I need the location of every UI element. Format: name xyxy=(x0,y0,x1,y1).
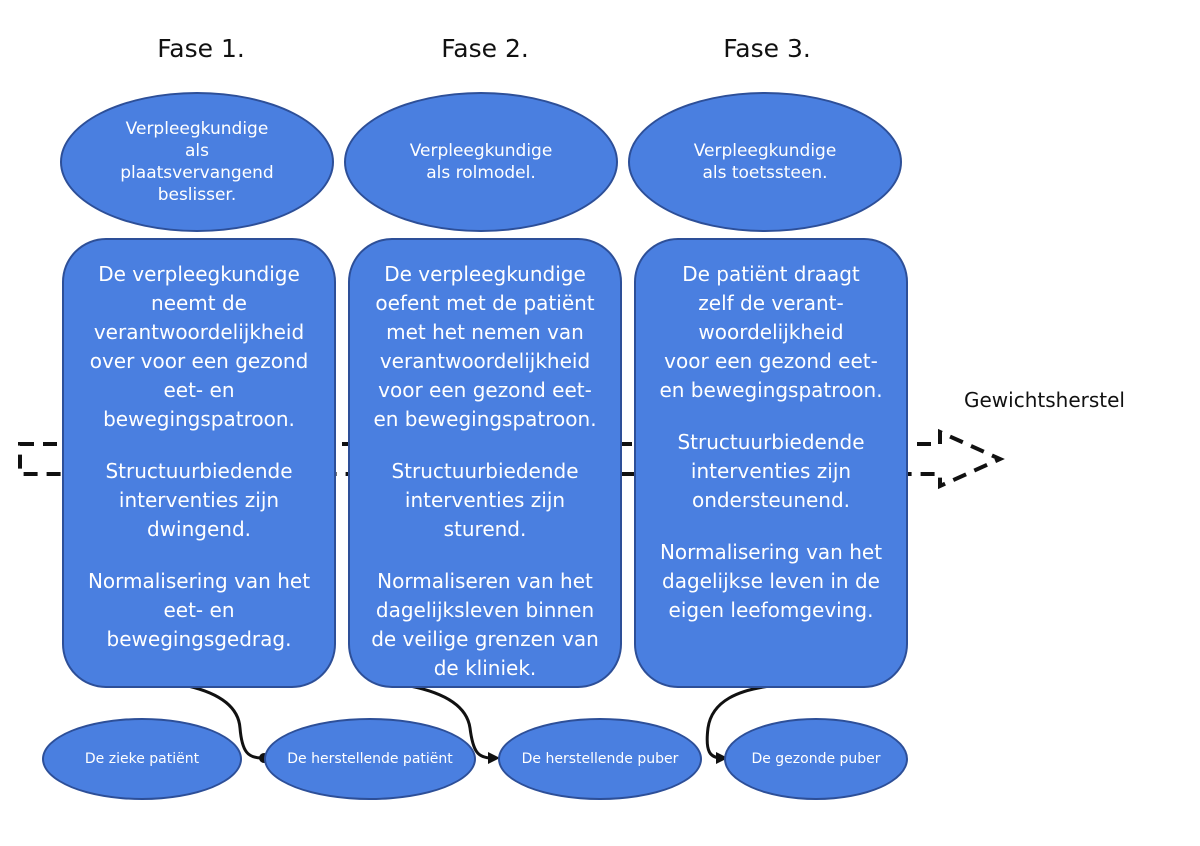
phase-3-card: De patiënt draagt zelf de verant- woorde… xyxy=(634,238,908,688)
phase-2-responsibility-text: De verpleegkundige oefent met de patiënt… xyxy=(373,262,597,431)
connector-line-2 xyxy=(409,684,493,760)
phase-1-title: Fase 1. xyxy=(157,34,245,63)
stage-recovering-adolescent: De herstellende puber xyxy=(498,718,702,800)
phase-3-title: Fase 3. xyxy=(723,34,811,63)
phase-1-responsibility-text: De verpleegkundige neemt de verantwoorde… xyxy=(89,262,309,431)
phase-1-interventions-text: Structuurbiedende interventies zijn dwin… xyxy=(105,459,293,541)
stage-sick-patient: De zieke patiënt xyxy=(42,718,242,800)
phase-3-interventions-text: Structuurbiedende interventies zijn onde… xyxy=(677,430,865,512)
connector-line-1 xyxy=(187,684,263,760)
connector-line-3 xyxy=(705,684,771,760)
outcome-label: Gewichtsherstel xyxy=(964,388,1125,412)
phase-3-responsibility-text: De patiënt draagt zelf de verant- woorde… xyxy=(659,262,883,402)
phase-2-role-ellipse: Verpleegkundige als rolmodel. xyxy=(344,92,618,232)
stage-healthy-adolescent: De gezonde puber xyxy=(724,718,908,800)
connector-arrowhead-3 xyxy=(716,752,728,764)
phase-1-role-ellipse: Verpleegkundige als plaatsvervangend bes… xyxy=(60,92,334,232)
stage-recovering-patient: De herstellende patiënt xyxy=(264,718,476,800)
phase-3-role-ellipse: Verpleegkundige als toetssteen. xyxy=(628,92,902,232)
phase-2-title: Fase 2. xyxy=(441,34,529,63)
phase-1-normalisation-text: Normalisering van het eet- en bewegingsg… xyxy=(87,569,311,651)
connector-arrowhead-2 xyxy=(488,752,500,764)
phase-3-normalisation-text: Normalisering van het dagelijkse leven i… xyxy=(659,540,883,622)
phase-2-card: De verpleegkundige oefent met de patiënt… xyxy=(348,238,622,688)
phase-1-card: De verpleegkundige neemt de verantwoorde… xyxy=(62,238,336,688)
phase-2-interventions-text: Structuurbiedende interventies zijn stur… xyxy=(391,459,579,541)
phase-2-normalisation-text: Normaliseren van het dagelijksleven binn… xyxy=(371,569,599,680)
